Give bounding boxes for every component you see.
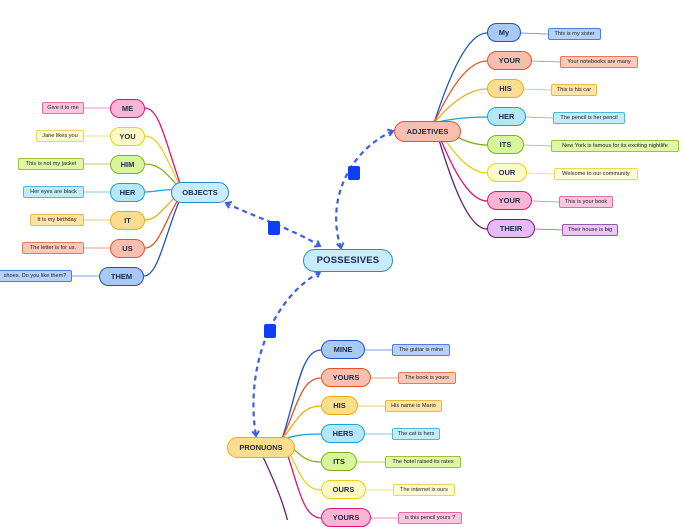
relation-line-adjetives <box>335 129 394 249</box>
word-node-objects[interactable]: IT <box>110 210 145 230</box>
example-note-pronouns[interactable]: The guitar is mine <box>392 344 450 356</box>
example-note-objects[interactable]: Give it to me <box>42 102 84 114</box>
leaf-line-adjetives-4 <box>523 144 552 147</box>
word-node-adjetives[interactable]: YOUR <box>487 51 532 70</box>
example-note-pronouns[interactable]: is this pencil yours ? <box>398 512 462 524</box>
word-node-adjetives[interactable]: THEIR <box>487 219 535 238</box>
branch-objects[interactable]: OBJECTS <box>171 182 229 203</box>
example-note-adjetives[interactable]: Their house is big <box>562 224 618 236</box>
leaf-line-adjetives-0 <box>520 32 549 35</box>
word-node-pronouns[interactable]: YOURS <box>321 368 371 387</box>
word-node-objects[interactable]: YOU <box>110 126 145 146</box>
relation-line-objects <box>225 202 321 247</box>
branch-adjetives[interactable]: ADJETIVES <box>394 121 461 142</box>
example-note-pronouns[interactable]: His name is Mario <box>385 400 442 412</box>
leaf-line-adjetives-2 <box>523 88 552 91</box>
branch-line-pronouns-2 <box>281 405 322 440</box>
example-note-adjetives[interactable]: The pencil is her pencil <box>553 112 625 124</box>
relation-line-pronouns <box>252 271 321 437</box>
example-note-pronouns[interactable]: The internet is ours <box>393 484 455 496</box>
example-note-pronouns[interactable]: The cat is hers <box>392 428 440 440</box>
relation-arrow-center-top <box>336 242 345 250</box>
example-note-objects[interactable]: It is my birthday <box>30 214 84 226</box>
leaf-line-adjetives-7 <box>534 228 563 231</box>
relation-handle-pronouns[interactable] <box>264 324 276 338</box>
relation-arrow-pronouns <box>251 430 260 438</box>
relation-arrow-adjetives <box>386 128 395 137</box>
word-node-objects[interactable]: ME <box>110 98 145 118</box>
word-node-pronouns[interactable]: YOURS <box>321 508 371 527</box>
example-note-objects[interactable]: shoes. Do you like them? <box>0 270 72 282</box>
central-topic[interactable]: POSSESIVES <box>303 249 393 272</box>
word-node-pronouns[interactable]: ITS <box>321 452 357 471</box>
branch-line-adjetives-0 <box>433 32 488 124</box>
leaf-line-adjetives-1 <box>531 60 561 63</box>
branch-line-adjetives-2 <box>433 88 488 124</box>
branch-line-pronouns-0 <box>281 349 322 440</box>
example-note-objects[interactable]: Her eyes are black <box>23 186 84 198</box>
branch-line-pronouns-offscreen <box>262 456 289 520</box>
relation-arrow-center-left <box>313 240 322 248</box>
example-note-adjetives[interactable]: New York is famous for its exciting nigh… <box>551 140 679 152</box>
word-node-adjetives[interactable]: HER <box>487 107 526 126</box>
branch-line-adjetives-1 <box>433 60 488 124</box>
leaf-line-adjetives-6 <box>531 200 560 203</box>
word-node-pronouns[interactable]: HERS <box>321 424 365 443</box>
relation-arrow-objects <box>224 201 233 209</box>
word-node-pronouns[interactable]: MINE <box>321 340 365 359</box>
example-note-objects[interactable]: This is not my jacket <box>18 158 84 170</box>
relation-handle-adjetives[interactable] <box>348 166 360 180</box>
leaf-line-adjetives-3 <box>525 116 554 119</box>
word-node-objects[interactable]: THEM <box>99 266 144 286</box>
example-note-objects[interactable]: Jane likes you <box>36 130 84 142</box>
word-node-adjetives[interactable]: HIS <box>487 79 524 98</box>
word-node-adjetives[interactable]: ITS <box>487 135 524 154</box>
word-node-adjetives[interactable]: My <box>487 23 521 42</box>
word-node-adjetives[interactable]: OUR <box>487 163 527 182</box>
example-note-pronouns[interactable]: The hotel raised its rates <box>385 456 461 468</box>
example-note-adjetives[interactable]: This is his car <box>551 84 597 96</box>
word-node-pronouns[interactable]: OURS <box>321 480 366 499</box>
branch-line-objects-6 <box>143 191 184 277</box>
branch-pronouns[interactable]: PRONUONS <box>227 437 295 458</box>
example-note-adjetives[interactable]: Welcome to our community <box>554 168 638 180</box>
word-node-objects[interactable]: HIM <box>110 154 145 174</box>
example-note-pronouns[interactable]: The book is yours <box>398 372 456 384</box>
word-node-pronouns[interactable]: HIS <box>321 396 358 415</box>
example-note-adjetives[interactable]: Your notebooks are many <box>560 56 638 68</box>
relation-handle-objects[interactable] <box>268 221 280 235</box>
word-node-objects[interactable]: US <box>110 238 145 258</box>
example-note-adjetives[interactable]: This is your book <box>559 196 613 208</box>
branch-line-pronouns-1 <box>281 377 322 440</box>
word-node-objects[interactable]: HER <box>110 182 145 202</box>
example-note-adjetives[interactable]: This is my sister <box>548 28 601 40</box>
branch-line-objects-0 <box>144 107 184 193</box>
word-node-adjetives[interactable]: YOUR <box>487 191 532 210</box>
example-note-objects[interactable]: The letter is for us. <box>22 242 84 254</box>
leaf-line-adjetives-5 <box>526 172 555 175</box>
